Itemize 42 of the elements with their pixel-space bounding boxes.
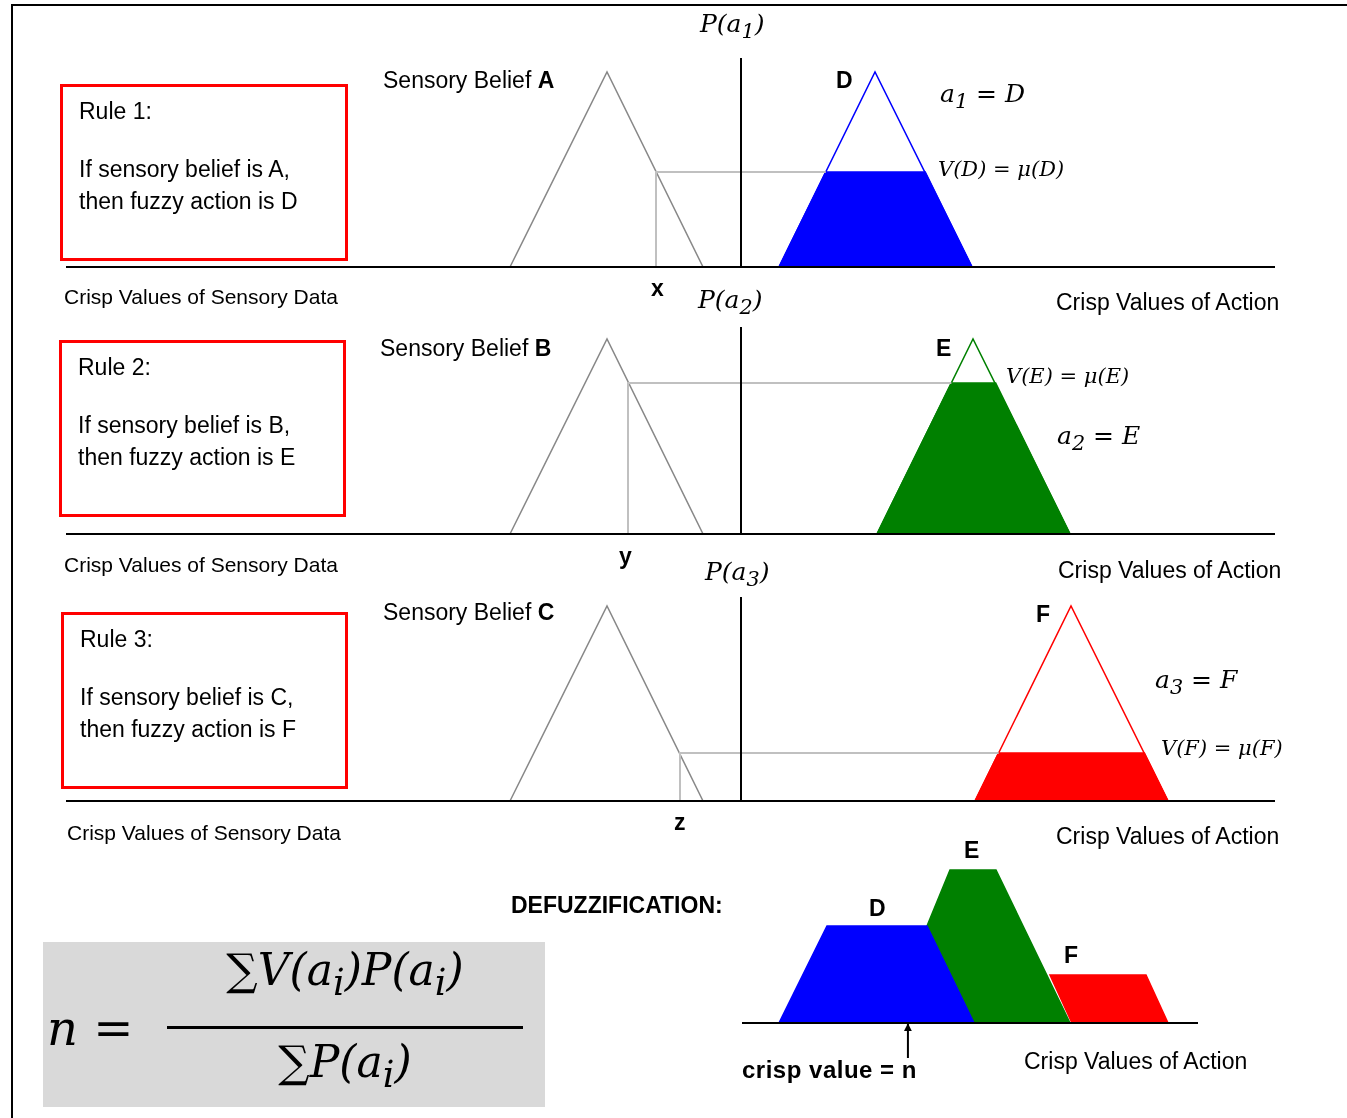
formula-box — [43, 942, 545, 1107]
formula-denominator: ∑P(a$_{i}$) — [277, 1036, 413, 1096]
set-label: E — [964, 838, 980, 864]
rule-title: Rule 3: — [80, 625, 154, 654]
input-label: z — [674, 810, 686, 836]
input-label: y — [619, 544, 632, 570]
result-label: crisp value = n — [742, 1057, 917, 1084]
input-label: x — [651, 276, 664, 302]
rule-text: If sensory belief is B, then fuzzy action is E — [78, 411, 297, 473]
rule-title: Rule 2: — [78, 353, 152, 382]
set-name: Sensory Belief C — [383, 600, 555, 626]
set-name: Sensory Belief B — [380, 336, 552, 362]
formula-text: n = — [47, 1000, 134, 1056]
math-label: V(D) = μ(D) — [938, 158, 1065, 182]
math-label: V(E) = μ(E) — [1006, 365, 1130, 389]
formula-numerator: ∑V(a$_{i}$)P(a$_{i}$) — [225, 944, 465, 1004]
set-label: F — [1036, 602, 1051, 628]
set-label: D — [836, 68, 853, 94]
math-label: P(a$_{3}$) — [705, 558, 770, 591]
math-label: V(F) = μ(F) — [1161, 737, 1283, 761]
arrow — [903, 1023, 912, 1059]
math-label: a$_{3}$ = F — [1155, 666, 1238, 699]
section-heading: DEFUZZIFICATION: — [511, 893, 723, 919]
math-label: P(a$_{1}$) — [700, 10, 765, 43]
axis-label: Crisp Values of Sensory Data — [67, 821, 341, 845]
axis-label: Crisp Values of Action — [1056, 824, 1280, 850]
axis-label: Crisp Values of Action — [1056, 290, 1280, 316]
math-label: a$_{1}$ = D — [940, 80, 1026, 113]
math-label: P(a$_{2}$) — [698, 286, 763, 319]
axis-label: Crisp Values of Sensory Data — [64, 553, 338, 577]
set-name: Sensory Belief A — [383, 68, 555, 94]
defuzzification-plot-drawing — [741, 869, 1199, 1024]
set-label: F — [1064, 943, 1079, 969]
axis-label: Crisp Values of Sensory Data — [64, 285, 338, 309]
axis-label: Crisp Values of Action — [1058, 558, 1282, 584]
rule-title: Rule 1: — [79, 97, 153, 126]
rule-text: If sensory belief is A, then fuzzy action is D — [79, 155, 299, 217]
rule-text: If sensory belief is C, then fuzzy action is F — [80, 683, 298, 745]
math-label: a$_{2}$ = E — [1057, 422, 1141, 455]
set-label: E — [936, 336, 952, 362]
axis-label: Crisp Values of Action — [1024, 1049, 1248, 1075]
set-label: D — [869, 896, 886, 922]
